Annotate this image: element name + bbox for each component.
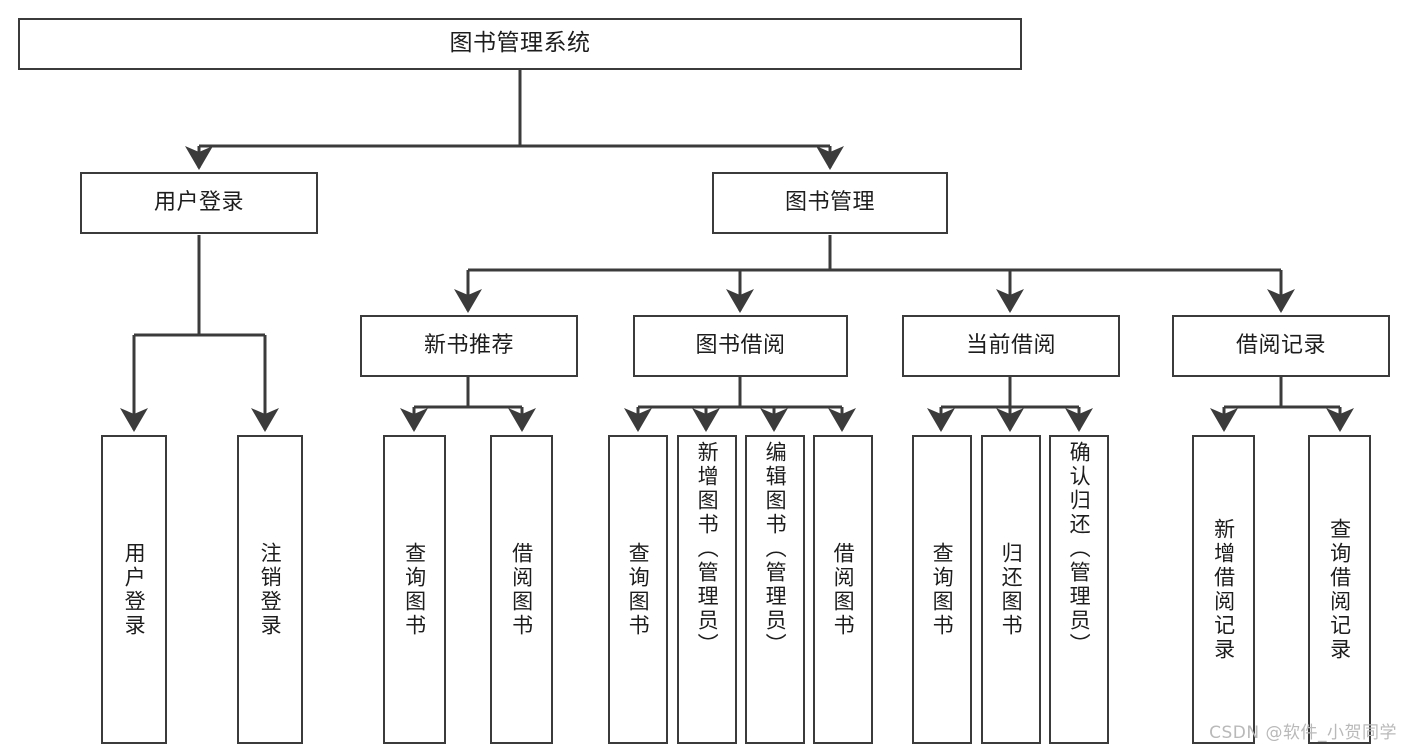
leaf-borrow-books-newbook[interactable]: 借阅图书 (490, 435, 553, 744)
node-label: 图书借阅 (695, 332, 786, 358)
node-book-borrowing[interactable]: 图书借阅 (633, 315, 848, 377)
node-label: 新增图书（管理员） (695, 441, 720, 657)
csdn-watermark: CSDN @软件_小贺同学 (1209, 723, 1397, 743)
node-label: 新增借阅记录 (1211, 517, 1236, 662)
leaf-add-book-admin[interactable]: 新增图书（管理员） (677, 435, 737, 744)
node-label: 借阅图书 (831, 541, 856, 638)
leaf-user-login[interactable]: 用户登录 (101, 435, 167, 744)
node-label: 查询图书 (626, 541, 651, 638)
node-label: 归还图书 (999, 541, 1024, 638)
node-label: 借阅图书 (509, 541, 534, 638)
leaf-borrow-books-borrow[interactable]: 借阅图书 (813, 435, 873, 744)
leaf-query-borrow-record[interactable]: 查询借阅记录 (1308, 435, 1371, 744)
node-user-login[interactable]: 用户登录 (80, 172, 318, 234)
node-label: 确认归还（管理员） (1067, 441, 1092, 657)
leaf-confirm-return-admin[interactable]: 确认归还（管理员） (1049, 435, 1109, 744)
node-label: 用户登录 (122, 541, 147, 638)
leaf-edit-book-admin[interactable]: 编辑图书（管理员） (745, 435, 805, 744)
node-label: 图书管理 (784, 189, 875, 215)
leaf-return-books[interactable]: 归还图书 (981, 435, 1041, 744)
leaf-query-books-current[interactable]: 查询图书 (912, 435, 972, 744)
leaf-query-books-borrow[interactable]: 查询图书 (608, 435, 668, 744)
node-current-borrowing[interactable]: 当前借阅 (902, 315, 1120, 377)
leaf-logout[interactable]: 注销登录 (237, 435, 303, 744)
node-label: 借阅记录 (1235, 332, 1326, 358)
node-label: 注销登录 (258, 541, 283, 638)
node-label: 新书推荐 (423, 332, 514, 358)
leaf-add-borrow-record[interactable]: 新增借阅记录 (1192, 435, 1255, 744)
node-label: 用户登录 (153, 189, 244, 215)
leaf-query-books-newbook[interactable]: 查询图书 (383, 435, 446, 744)
node-label: 查询图书 (930, 541, 955, 638)
node-label: 图书管理系统 (449, 30, 591, 57)
node-borrowing-record[interactable]: 借阅记录 (1172, 315, 1390, 377)
node-new-book-recommendation[interactable]: 新书推荐 (360, 315, 578, 377)
node-book-management[interactable]: 图书管理 (712, 172, 948, 234)
node-root-book-management-system[interactable]: 图书管理系统 (18, 18, 1022, 70)
node-label: 当前借阅 (965, 332, 1056, 358)
node-label: 编辑图书（管理员） (763, 441, 788, 657)
node-label: 查询借阅记录 (1327, 517, 1352, 662)
node-label: 查询图书 (402, 541, 427, 638)
